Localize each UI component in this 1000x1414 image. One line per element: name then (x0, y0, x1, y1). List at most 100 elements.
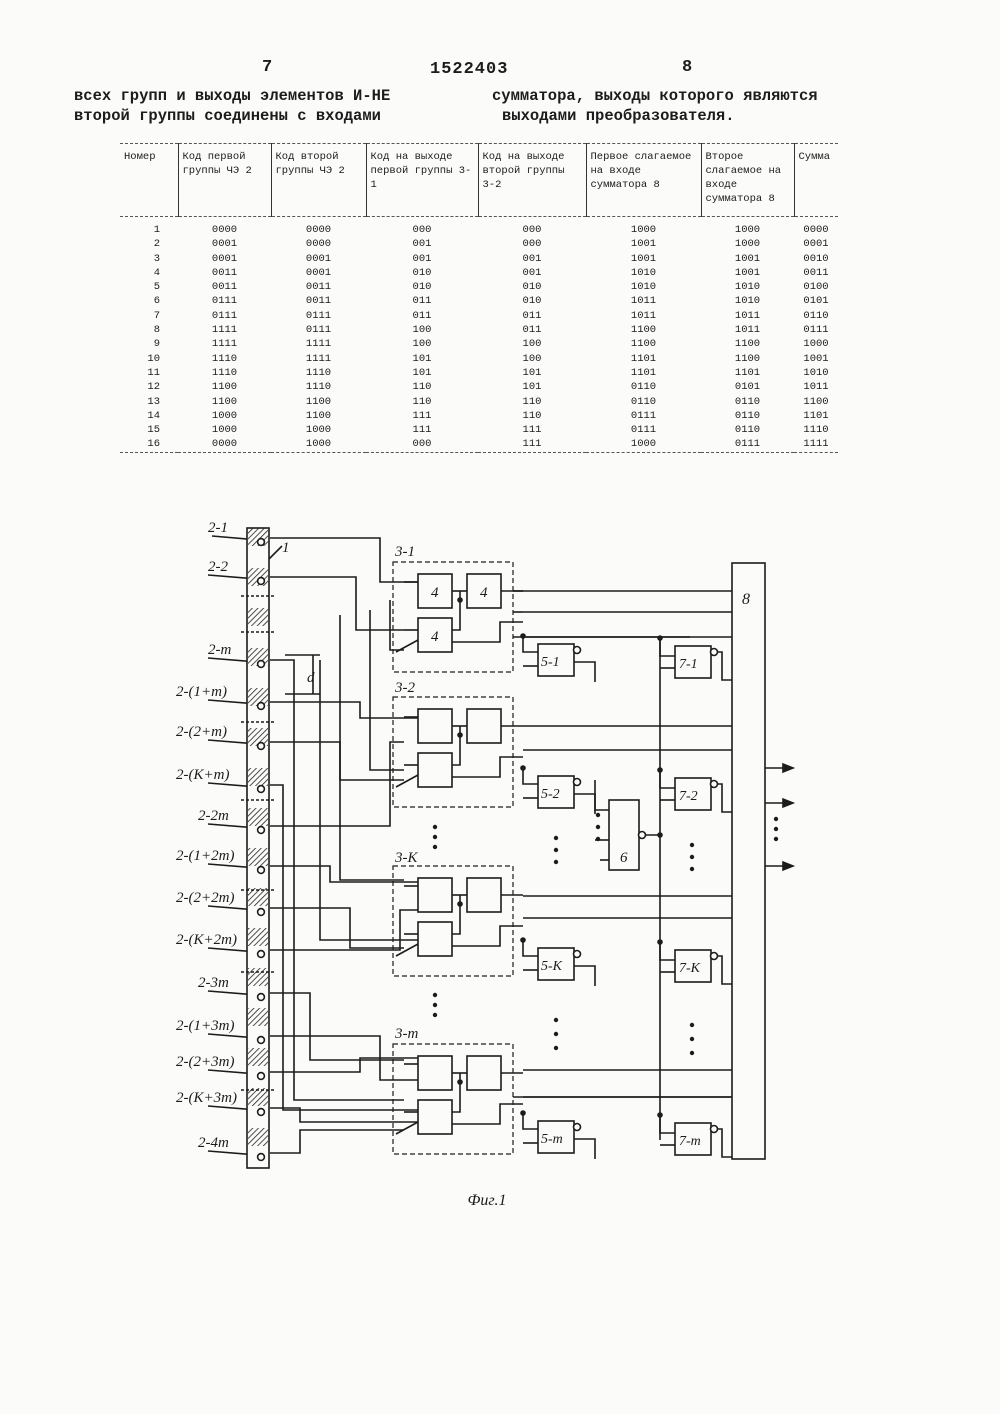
junction-dot (657, 1112, 663, 1118)
inverter-bubble (574, 951, 581, 958)
wire (452, 726, 460, 765)
element-label: 2-(2+2m) (176, 890, 234, 906)
and-gate (467, 878, 501, 912)
wire (574, 966, 595, 986)
element-label: 2-1 (208, 520, 228, 536)
ellipsis-dot (774, 837, 778, 841)
group-label: 3-2 (394, 680, 415, 696)
junction-dot (657, 939, 663, 945)
ellipsis-dot (690, 1023, 694, 1027)
element-label: 2-2 (208, 559, 228, 575)
inverter-bubble (711, 953, 718, 960)
wire (718, 784, 732, 812)
ellipsis-dot (554, 836, 558, 840)
ellipsis-dot (554, 848, 558, 852)
and-gate (418, 1100, 452, 1134)
ellipsis-dot (554, 1032, 558, 1036)
wire (660, 770, 675, 788)
and-gate (418, 1056, 452, 1090)
wire (574, 1139, 595, 1159)
element-label: 2-(1+3m) (176, 1018, 234, 1034)
inverter-bubble (711, 1126, 718, 1133)
wire (452, 895, 460, 934)
group-label: 3-1 (394, 544, 415, 560)
ellipsis-dot (433, 1003, 437, 1007)
gate-label: 5-m (541, 1132, 563, 1147)
adder-8 (732, 563, 765, 1159)
element-label: 2-(2+3m) (176, 1054, 234, 1070)
junction-dot (657, 635, 663, 641)
hatched-segment (248, 848, 268, 866)
ellipsis-dot (690, 855, 694, 859)
sensing-element (258, 578, 265, 585)
element-label: 2-(K+m) (176, 767, 229, 783)
ellipsis-dot (433, 835, 437, 839)
wire (718, 956, 732, 984)
ellipsis-dot (433, 993, 437, 997)
hatched-segment (248, 808, 268, 826)
wire (718, 1129, 732, 1157)
wire (718, 652, 732, 680)
sensing-element (258, 786, 265, 793)
arrow-head (783, 799, 793, 807)
ellipsis-dot (690, 1051, 694, 1055)
wire (396, 775, 418, 787)
routing-wire (340, 615, 404, 880)
ellipsis-dot (774, 817, 778, 821)
and-gate (418, 922, 452, 956)
gate-label: 7-m (679, 1134, 701, 1149)
and-gate (418, 878, 452, 912)
hatched-segment (248, 1048, 268, 1066)
gate-label: 7-1 (679, 657, 698, 672)
junction-dot (657, 832, 663, 838)
sensing-element (258, 1037, 265, 1044)
wire (452, 1104, 523, 1124)
hatched-segment (248, 608, 268, 626)
wire (595, 780, 609, 810)
wire (660, 1115, 675, 1133)
gate-label: 4 (480, 585, 488, 601)
ellipsis-dot (596, 837, 600, 841)
hatched-segment (248, 1128, 268, 1146)
wire (574, 662, 595, 682)
gate-label: 4 (431, 629, 439, 645)
gate-label: 4 (431, 585, 439, 601)
and-gate (418, 709, 452, 743)
junction-dot (520, 765, 526, 771)
wire (452, 622, 523, 642)
ellipsis-dot (774, 827, 778, 831)
element-label: 2-(1+m) (176, 684, 227, 700)
element-label: 2-(1+2m) (176, 848, 234, 864)
wire (645, 640, 660, 835)
routing-wire (270, 993, 404, 1060)
ellipsis-dot (433, 845, 437, 849)
wire (660, 942, 675, 960)
figure-caption: Фиг.1 (468, 1192, 507, 1209)
arrow-head (783, 764, 793, 772)
routing-wire (270, 577, 404, 630)
group-label: 3-K (394, 850, 418, 866)
ellipsis-dot (690, 843, 694, 847)
hatched-segment (248, 768, 268, 786)
wire (452, 926, 523, 946)
inverter-bubble (639, 832, 646, 839)
wire (574, 794, 595, 814)
sensing-element (258, 867, 265, 874)
hatched-segment (248, 968, 268, 986)
sensing-element (258, 743, 265, 750)
element-label: 2-2m (198, 808, 229, 824)
sensing-element (258, 703, 265, 710)
inverter-bubble (574, 647, 581, 654)
leader-line (268, 546, 282, 560)
ellipsis-dot (690, 867, 694, 871)
wire (523, 768, 538, 784)
sensing-element (258, 539, 265, 546)
sensing-element (258, 994, 265, 1001)
element-label: 2-3m (198, 975, 229, 991)
element-label: 6 (620, 850, 628, 866)
junction-dot (520, 937, 526, 943)
ellipsis-dot (554, 1018, 558, 1022)
ellipsis-dot (554, 1046, 558, 1050)
inverter-bubble (711, 781, 718, 788)
